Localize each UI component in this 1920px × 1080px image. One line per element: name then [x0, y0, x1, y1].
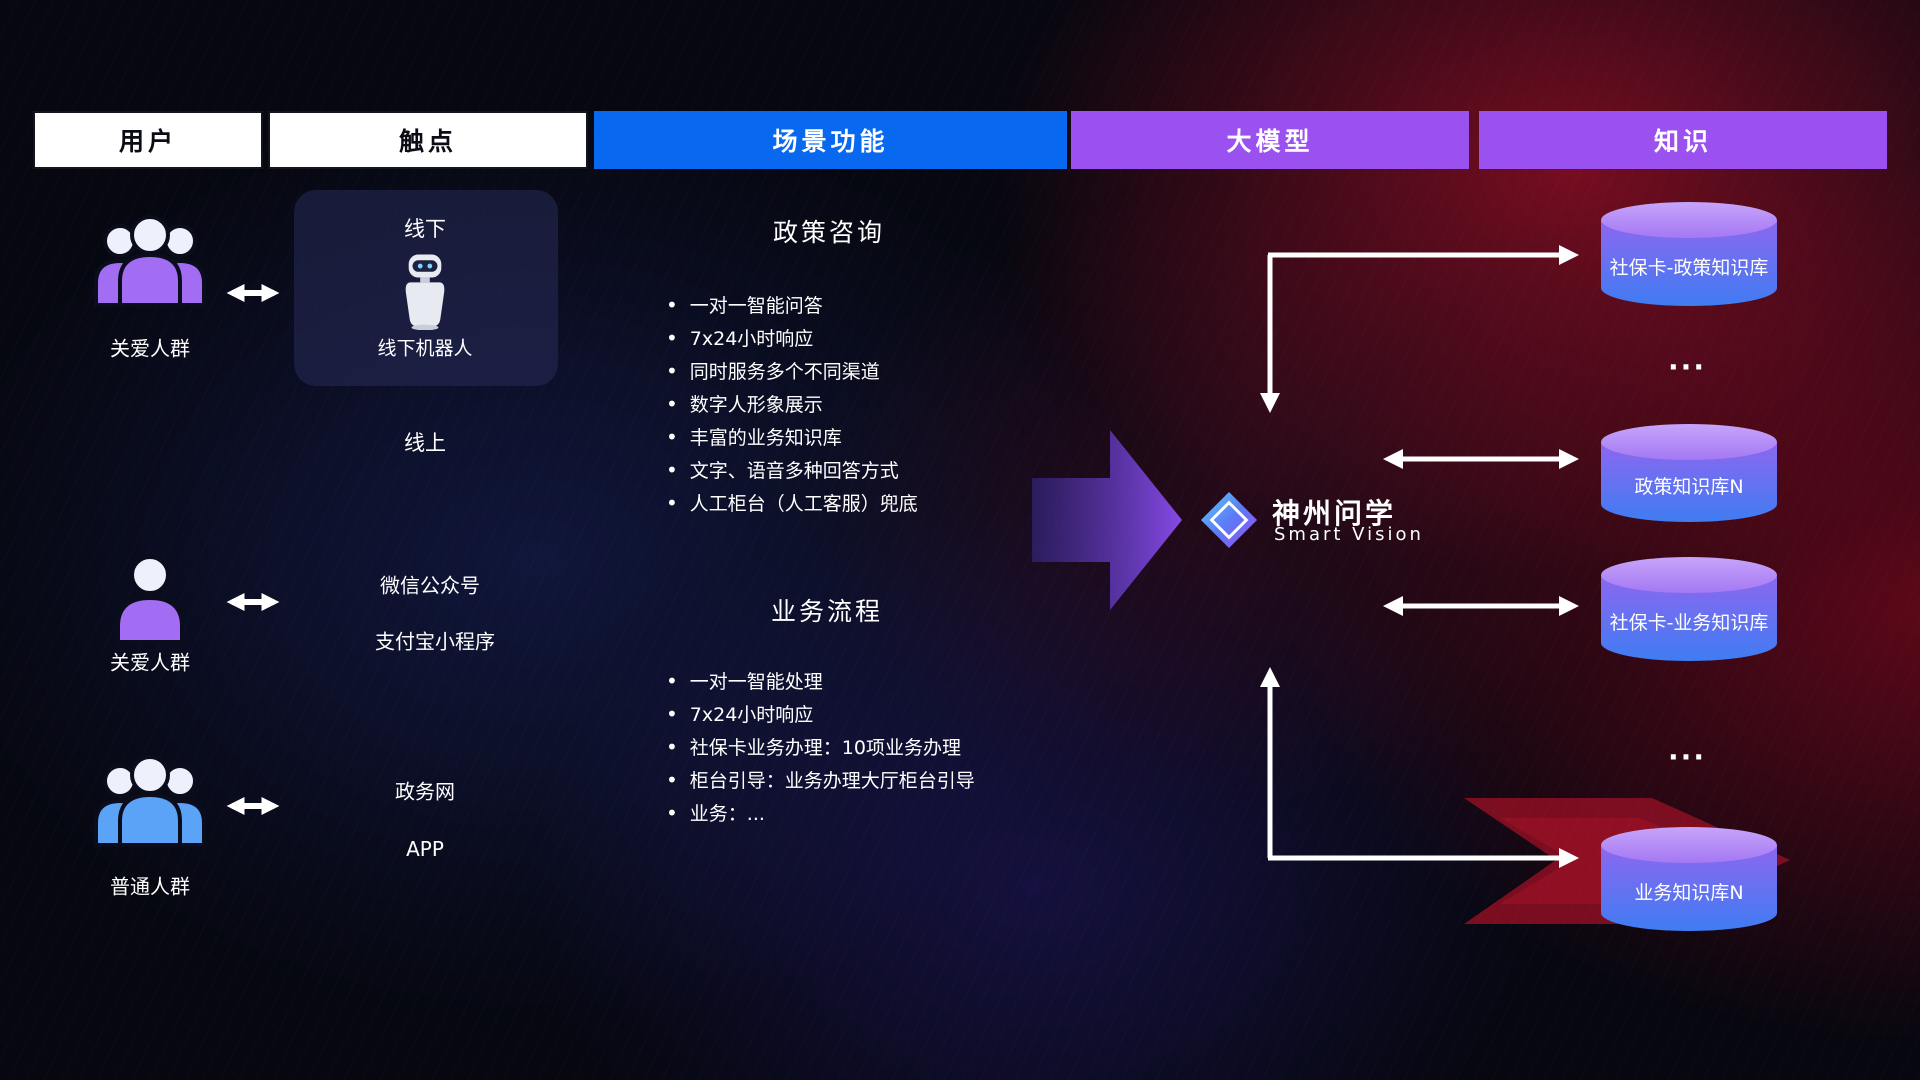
care-person-icon	[116, 555, 184, 644]
offline-robot-label: 线下机器人	[377, 337, 473, 360]
user-label-general-group: 普通人群	[110, 874, 190, 899]
business-section-title: 业务流程	[770, 597, 884, 626]
policy-item: 文字、语音多种回答方式	[666, 453, 918, 486]
general-group-icon	[94, 755, 206, 847]
user-label-care-group-1: 关爱人群	[110, 336, 190, 361]
business-item: 7x24小时响应	[666, 697, 975, 730]
column-header-scenarios: 场景功能	[594, 111, 1067, 169]
database-label: 社保卡-政策知识库	[1609, 256, 1769, 279]
channel-alipay: 支付宝小程序	[375, 629, 495, 654]
knowledge-db-business-n: 业务知识库N	[1601, 827, 1777, 931]
policy-item: 7x24小时响应	[666, 321, 918, 354]
brand-name: 神州问学	[1272, 497, 1397, 530]
policy-item: 丰富的业务知识库	[666, 420, 918, 453]
business-item: 社保卡业务办理：10项业务办理	[666, 730, 975, 763]
policy-item: 一对一智能问答	[666, 288, 918, 321]
column-header-model: 大模型	[1071, 111, 1469, 169]
database-cylinder-top	[1601, 202, 1777, 238]
policy-item: 人工柜台（人工客服）兜底	[666, 486, 918, 519]
business-item: 业务：...	[666, 796, 975, 829]
column-header-users: 用户	[33, 111, 263, 169]
knowledge-db-policy-shebao: 社保卡-政策知识库	[1601, 202, 1777, 306]
policy-section-title: 政策咨询	[772, 218, 886, 247]
brand-subtitle: Smart Vision	[1274, 524, 1424, 545]
database-cylinder-top	[1601, 557, 1777, 593]
database-cylinder-top	[1601, 827, 1777, 863]
user-label-care-group-2: 关爱人群	[110, 650, 190, 675]
column-header-touchpoints: 触点	[268, 111, 588, 169]
policy-item: 同时服务多个不同渠道	[666, 354, 918, 387]
database-label: 政策知识库N	[1634, 475, 1744, 498]
business-item: 一对一智能处理	[666, 664, 975, 697]
robot-icon	[405, 254, 445, 330]
ellipsis-text: ...	[1668, 733, 1706, 767]
business-item-list: 一对一智能处理 7x24小时响应 社保卡业务办理：10项业务办理 柜台引导：业务…	[666, 664, 975, 829]
policy-item-list: 一对一智能问答 7x24小时响应 同时服务多个不同渠道 数字人形象展示 丰富的业…	[666, 288, 918, 519]
policy-item: 数字人形象展示	[666, 387, 918, 420]
offline-title: 线下	[404, 217, 446, 241]
channel-gov-web: 政务网	[395, 779, 455, 804]
ellipsis-text: ...	[1668, 343, 1706, 377]
knowledge-db-business-shebao: 社保卡-业务知识库	[1601, 557, 1777, 661]
database-cylinder-top	[1601, 424, 1777, 460]
database-label: 社保卡-业务知识库	[1609, 611, 1769, 634]
knowledge-db-policy-n: 政策知识库N	[1601, 424, 1777, 522]
business-item: 柜台引导：业务办理大厅柜台引导	[666, 763, 975, 796]
channel-wechat: 微信公众号	[380, 573, 480, 598]
brand-logo-icon	[1200, 491, 1258, 549]
care-group-icon	[94, 215, 206, 307]
database-label: 业务知识库N	[1634, 881, 1744, 904]
channel-app: APP	[406, 837, 444, 861]
online-title: 线上	[404, 431, 446, 455]
column-header-knowledge: 知识	[1479, 111, 1887, 169]
